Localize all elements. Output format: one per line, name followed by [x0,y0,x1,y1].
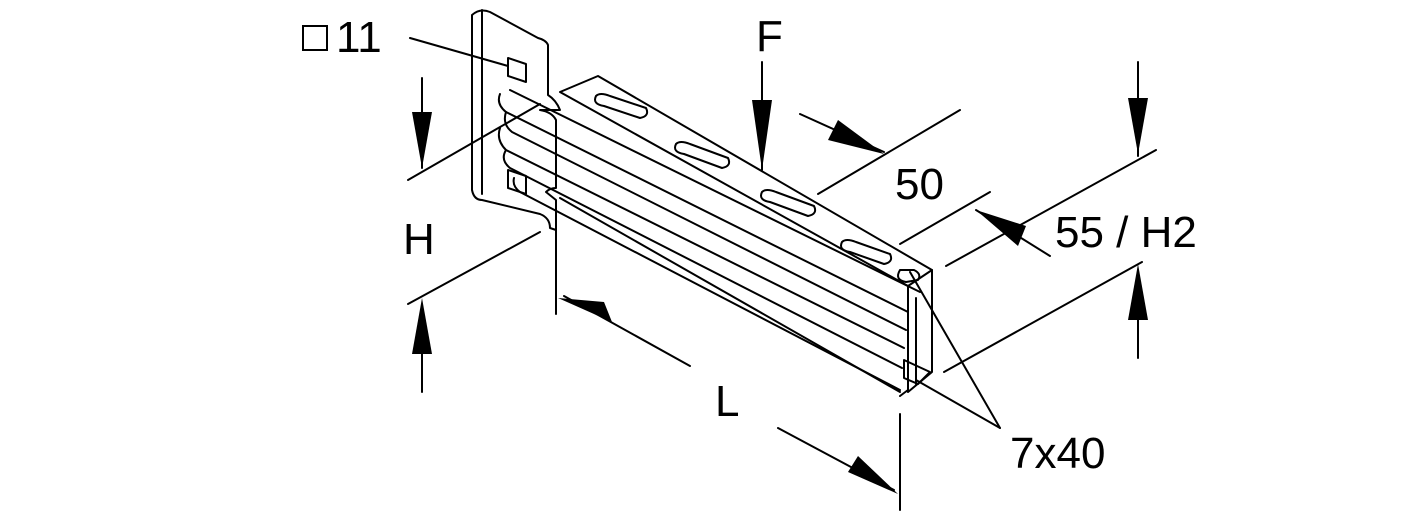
label-length-l: L [715,377,740,426]
arm-top-flange [559,75,933,287]
arrow-H2-bottom [1128,264,1148,320]
slot-1 [594,93,649,119]
slot-2 [674,141,731,169]
wall-plate [471,9,561,231]
arrow-L-left [558,298,612,322]
arrow-L-right [848,456,898,494]
leader-square [409,37,509,67]
label-force: F [756,12,783,61]
arrow-50-left [828,120,884,154]
label-square-value: 11 [336,13,382,62]
label-slot-size: 7x40 [1010,429,1106,478]
leader-7x40-b [915,379,1001,429]
leader-7x40-a [909,271,1001,429]
arrow-H2-top [1128,98,1148,154]
square-symbol-icon [302,25,328,51]
slot-4 [840,239,893,265]
label-height-h: H [403,215,435,264]
arrow-F [752,100,772,170]
arrow-H-bottom [412,298,432,354]
square-hole-top [507,57,527,83]
label-height-h2: 55 / H2 [1055,208,1197,257]
label-width-50: 50 [895,160,944,209]
arrow-50-right [976,210,1026,246]
arrow-H-top [412,112,432,168]
slot-3 [760,189,817,217]
label-square-size: 11 [302,16,382,60]
